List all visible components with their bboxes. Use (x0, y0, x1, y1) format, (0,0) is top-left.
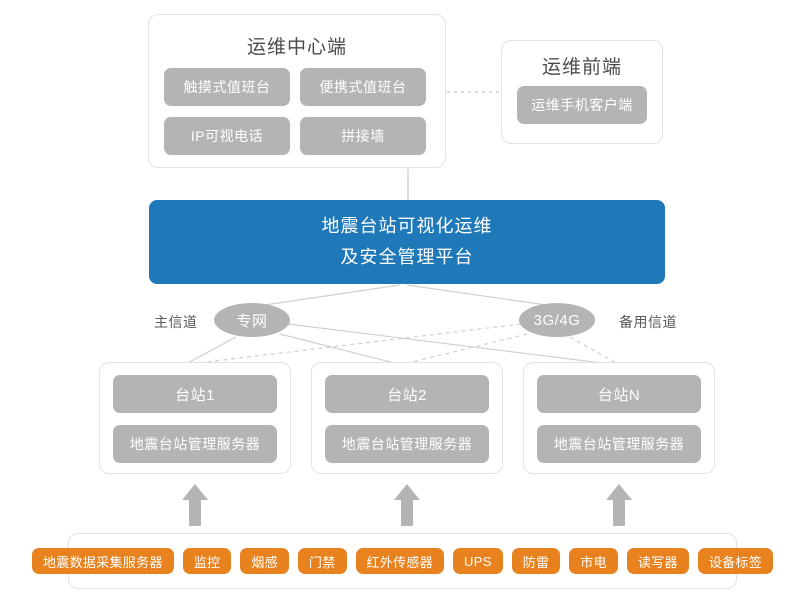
device-tag-equipment-label[interactable]: 设备标签 (697, 548, 774, 574)
node-mobile-net[interactable]: 3G/4G (519, 303, 595, 337)
ops-front-title: 运维前端 (541, 57, 622, 78)
label-main-channel: 主信道 (154, 314, 198, 330)
chip-touch-console[interactable]: 触摸式值班台 (164, 68, 290, 106)
wire-platform-to-mobile-net (406, 284, 554, 307)
up-arrow-1-shape (394, 484, 420, 526)
platform-title-line-1: 地震台站可视化运维 (321, 215, 493, 236)
device-tag-seismic-data-server[interactable]: 地震数据采集服务器 (32, 548, 174, 574)
up-arrow-0-shape (182, 484, 208, 526)
station-server-2[interactable]: 地震台站管理服务器 (537, 425, 701, 463)
wire-mobile-net-to-station-1 (403, 333, 528, 365)
node-private-net[interactable]: 专网 (214, 303, 290, 337)
platform-title-line-2: 及安全管理平台 (340, 247, 474, 267)
device-tag-card-reader[interactable]: 读写器 (626, 548, 689, 574)
wire-private-net-to-station-0 (185, 336, 237, 365)
station-server-0[interactable]: 地震台站管理服务器 (113, 425, 277, 463)
up-arrow-shapes (182, 484, 632, 526)
wire-private-net-to-station-1 (279, 333, 399, 365)
chip-mobile-client[interactable]: 运维手机客户端 (517, 86, 647, 124)
station-name-0[interactable]: 台站1 (113, 375, 277, 413)
label-backup-channel: 备用信道 (619, 314, 677, 330)
device-tray: 地震数据采集服务器 监控 烟感 门禁 红外传感器 UPS 防雷 市电 读写器 设… (32, 533, 774, 589)
platform-box[interactable]: 地震台站可视化运维 及安全管理平台 (149, 200, 665, 284)
device-tag-infrared-sensor[interactable]: 红外传感器 (355, 548, 445, 574)
device-tag-mains-power[interactable]: 市电 (569, 548, 618, 574)
device-tag-surveillance[interactable]: 监控 (182, 548, 232, 574)
device-tag-smoke-sensor[interactable]: 烟感 (240, 548, 289, 574)
station-server-1[interactable]: 地震台站管理服务器 (325, 425, 489, 463)
wire-platform-to-private-net (257, 284, 401, 307)
chip-video-wall[interactable]: 拼接墙 (300, 117, 426, 155)
device-tag-lightning-protection[interactable]: 防雷 (511, 548, 561, 574)
station-name-1[interactable]: 台站2 (325, 375, 489, 413)
ops-center-title: 运维中心端 (246, 37, 347, 58)
device-tag-ups[interactable]: UPS (453, 548, 503, 574)
device-tag-access-control[interactable]: 门禁 (297, 548, 347, 574)
station-name-2[interactable]: 台站N (537, 375, 701, 413)
chip-portable-console[interactable]: 便携式值班台 (300, 68, 426, 106)
up-arrow-2-shape (606, 484, 632, 526)
wire-mobile-net-to-station-2 (569, 336, 619, 365)
chip-ip-videophone[interactable]: IP可视电话 (164, 117, 290, 155)
